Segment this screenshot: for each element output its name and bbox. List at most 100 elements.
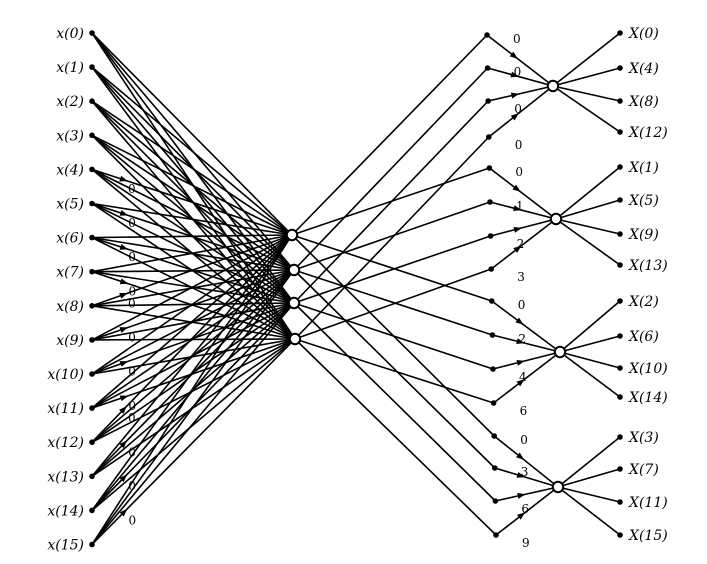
stage2-twiddle-label: 6 [520, 404, 528, 418]
input-label: x(0) [56, 26, 84, 42]
stage1-branch [91, 202, 293, 236]
input-node [89, 64, 95, 70]
output-label: X(13) [628, 258, 668, 274]
stage2-twiddle-label: 0 [513, 32, 521, 46]
intermediate-node [487, 233, 494, 239]
stage2-twiddle-label: 3 [517, 270, 525, 284]
output-node [617, 434, 623, 440]
stage2-branch [495, 486, 559, 502]
stage2-branch [493, 351, 561, 404]
input-label: x(6) [56, 231, 84, 247]
output-node [617, 532, 623, 538]
intermediate-node [485, 98, 492, 104]
intermediate-node [484, 65, 491, 71]
output-label: X(8) [628, 94, 659, 110]
stage2-twiddle-label: 4 [519, 370, 527, 384]
stage2-arrow [510, 71, 519, 78]
stage1-twiddle-label: 0 [128, 331, 136, 345]
stage1-butterfly-hub [288, 332, 302, 346]
stage1-branch [91, 269, 295, 511]
output-label: X(7) [628, 462, 659, 478]
output-node [617, 394, 623, 400]
output-label: X(5) [628, 193, 659, 209]
input-node [89, 234, 95, 241]
output-branch [552, 67, 621, 87]
stage2-branch [488, 85, 554, 102]
output-label: X(10) [628, 361, 668, 377]
stage2-branch [488, 167, 557, 220]
stage2-arrow [513, 245, 522, 253]
stage1-twiddle-label: 0 [129, 285, 137, 299]
output-branch [559, 300, 621, 353]
stage1-twiddle-label: 0 [128, 297, 136, 311]
stage2-branch [493, 435, 559, 488]
intermediate-node [488, 266, 495, 272]
output-label: X(1) [628, 160, 659, 176]
mid-branch [294, 268, 492, 340]
input-node [89, 200, 95, 207]
stage1-branch [91, 269, 295, 443]
mid-branch [294, 338, 497, 536]
stage2-arrow [515, 317, 524, 325]
output-node [617, 231, 623, 237]
stage1-branch [91, 234, 293, 375]
stage1-twiddle-label: 0 [129, 514, 137, 528]
input-label: x(11) [47, 401, 84, 417]
stage2-arrow [516, 359, 525, 366]
stage1-arrow [119, 406, 127, 414]
output-node [617, 129, 623, 135]
input-label: x(4) [56, 162, 84, 178]
stage1-branch [91, 338, 296, 512]
output-branch [559, 351, 621, 369]
intermediate-node [492, 465, 498, 471]
stage1-arrow [119, 440, 128, 449]
mid-branch [293, 67, 489, 271]
stage1-branch [91, 234, 293, 239]
output-node [617, 499, 623, 505]
mid-branch [291, 34, 488, 236]
stage1-branch [91, 234, 293, 477]
stage2-twiddle-label: 6 [521, 502, 529, 516]
stage1-twiddle-label: 0 [128, 250, 136, 264]
input-node [89, 507, 95, 514]
input-label: x(1) [56, 60, 84, 76]
output-label: X(11) [628, 495, 668, 511]
stage1-twiddle-label: 0 [128, 445, 136, 459]
mid-branch [294, 338, 494, 404]
stage1-twiddle-label: 0 [128, 216, 136, 230]
input-node [89, 473, 95, 480]
stage1-branch [91, 269, 295, 307]
input-node [89, 166, 95, 173]
stage2-branch [487, 67, 554, 87]
stage2-butterfly-hub [553, 345, 567, 359]
stage2-twiddle-label: 3 [521, 465, 529, 479]
input-label: x(3) [56, 128, 84, 144]
stage1-branch [91, 234, 293, 545]
stage2-twiddle-label: 0 [515, 138, 523, 152]
stage1-arrow [119, 278, 129, 285]
output-node [617, 298, 623, 304]
mid-branch [294, 136, 490, 340]
stage2-twiddle-label: 0 [514, 102, 522, 116]
stage2-arrow [513, 205, 522, 212]
stage1-arrow [119, 210, 129, 216]
stage1-arrow [119, 293, 128, 299]
stage2-branch [486, 34, 554, 87]
output-node [617, 65, 623, 71]
stage2-twiddle-label: 1 [516, 199, 524, 213]
input-node [89, 98, 95, 104]
stage2-branch [491, 300, 561, 353]
input-label: x(2) [56, 94, 84, 110]
intermediate-node [490, 366, 496, 372]
stage2-branch [492, 334, 561, 353]
stage1-branch [91, 32, 293, 236]
output-branch [552, 85, 621, 102]
intermediate-node [486, 165, 493, 171]
input-label: x(12) [47, 435, 84, 451]
stage2-branch [494, 467, 559, 488]
mid-branch [293, 201, 491, 271]
stage1-branch [91, 269, 295, 375]
intermediate-node [487, 199, 493, 205]
output-branch [559, 335, 621, 353]
